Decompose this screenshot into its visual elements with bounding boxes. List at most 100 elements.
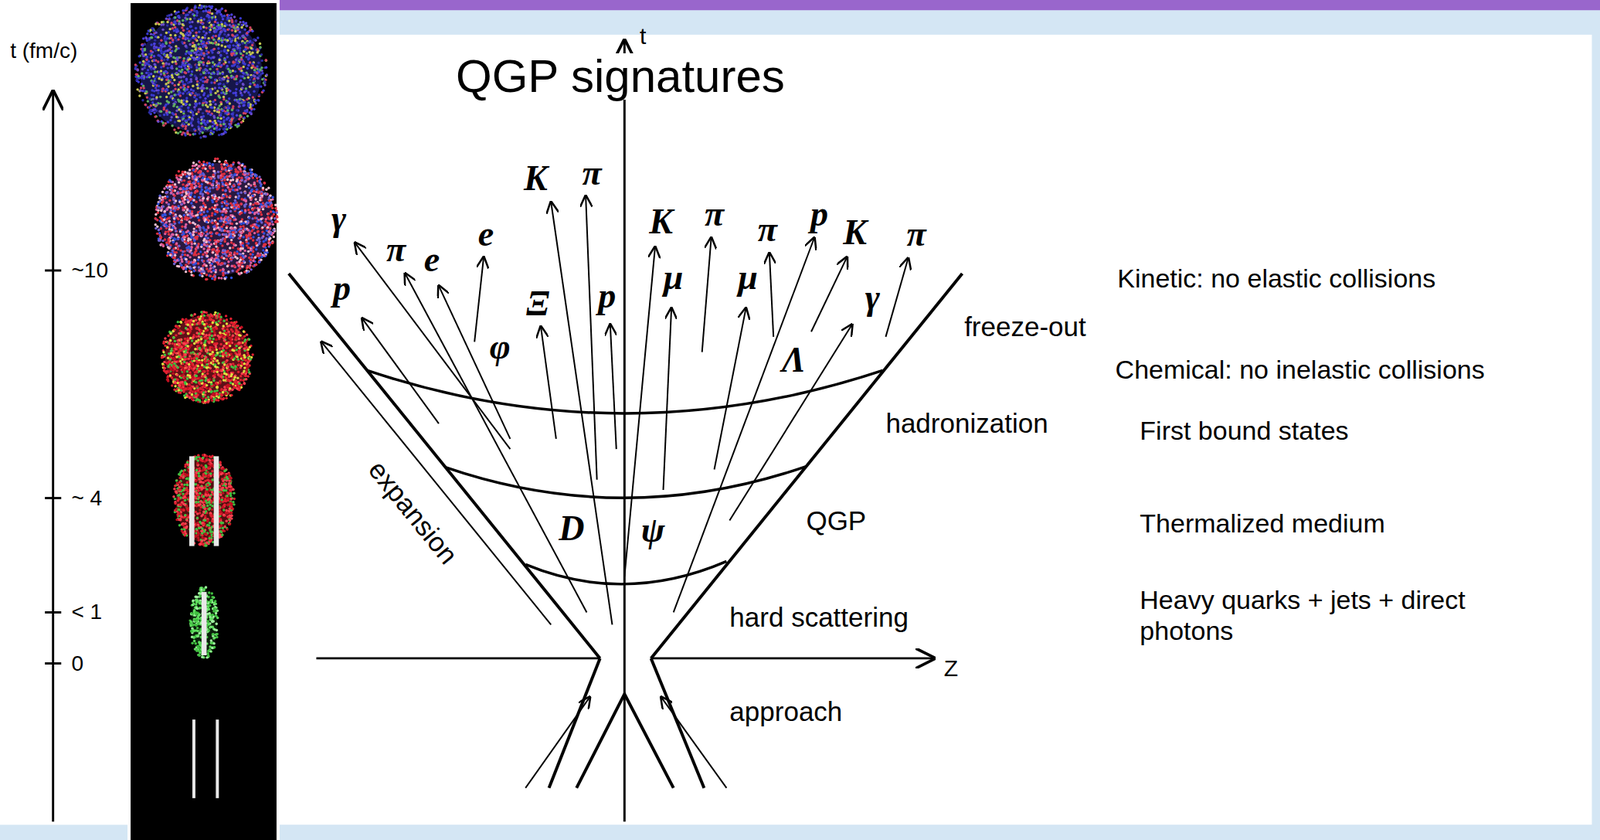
particle-dot xyxy=(165,109,168,113)
particle-dot xyxy=(220,64,223,67)
particle-dot xyxy=(161,61,164,65)
particle-dot xyxy=(208,166,211,169)
particle-dot xyxy=(190,117,194,120)
particle-dot xyxy=(148,52,151,55)
particle-dot xyxy=(159,38,163,41)
particle-dot xyxy=(162,23,165,26)
particle-dot xyxy=(200,89,204,92)
particle-dot xyxy=(264,58,268,62)
particle-dot xyxy=(206,20,209,23)
particle-dot xyxy=(195,64,198,67)
particle-dot xyxy=(176,126,180,130)
particle-dot xyxy=(197,127,201,130)
particle-dot xyxy=(231,105,235,108)
particle-dot xyxy=(166,56,170,59)
particle-dot xyxy=(168,16,171,20)
particle-dot xyxy=(167,203,170,206)
particle-dot xyxy=(222,27,225,31)
particle-dot xyxy=(186,31,189,34)
particle-dot xyxy=(181,33,184,36)
particle-dot xyxy=(160,78,164,82)
particle-dot xyxy=(213,109,216,113)
particle-dot xyxy=(234,78,238,81)
particle-dot xyxy=(173,98,176,101)
particle-dot xyxy=(161,121,164,124)
particle-dot xyxy=(162,71,165,75)
particle-dot xyxy=(188,43,191,46)
particle-dot xyxy=(176,131,180,134)
particle-dot xyxy=(244,112,247,115)
particle-dot xyxy=(190,70,194,73)
particle-dot xyxy=(207,71,211,75)
particle-dot xyxy=(174,44,177,48)
particle-dot xyxy=(218,81,221,85)
particle-dot xyxy=(154,30,157,34)
particle-dot xyxy=(183,41,186,45)
particle-dot xyxy=(238,20,242,24)
particle-dot xyxy=(234,51,238,55)
particle-dot xyxy=(159,56,163,59)
particle-dot xyxy=(141,98,144,102)
particle-dot xyxy=(182,102,185,106)
particle-dot xyxy=(212,130,215,133)
particle-dot xyxy=(258,93,261,96)
particle-dot xyxy=(220,204,224,208)
particle-dot xyxy=(185,7,188,11)
particle-dot xyxy=(152,29,155,32)
particle-dot xyxy=(155,95,158,99)
particle-dot xyxy=(193,44,196,47)
particle-dot xyxy=(171,211,174,215)
particle-dot xyxy=(259,84,262,88)
particle-dot xyxy=(251,103,255,106)
particle-dot xyxy=(216,116,219,119)
particle-dot xyxy=(182,11,185,14)
particle-dot xyxy=(199,25,202,28)
particle-dot xyxy=(241,86,244,89)
particle-dot xyxy=(170,124,174,127)
particle-dot xyxy=(176,88,180,91)
particle-dot xyxy=(135,88,139,91)
particle-dot xyxy=(178,65,181,68)
particle-dot xyxy=(248,26,252,29)
particle-dot xyxy=(228,123,231,126)
particle-dot xyxy=(250,75,253,79)
particle-dot xyxy=(180,260,184,263)
particle-dot xyxy=(152,111,156,114)
particle-dot xyxy=(193,108,197,111)
particle-dot xyxy=(159,101,162,105)
particle-dot xyxy=(142,60,145,63)
particle-dot xyxy=(169,118,172,122)
particle-dot xyxy=(165,200,168,204)
particle-dot xyxy=(152,54,156,58)
particle-dot xyxy=(240,121,243,124)
particle-dot xyxy=(241,20,245,24)
particle-dot xyxy=(248,82,252,85)
particle-dot xyxy=(251,29,254,32)
particle-dot xyxy=(220,77,224,80)
particle-dot xyxy=(251,62,254,65)
particle-dot xyxy=(195,66,198,69)
particle-dot xyxy=(234,30,237,33)
particle-dot xyxy=(179,70,182,73)
particle-dot xyxy=(238,49,242,52)
particle-dot xyxy=(154,22,157,25)
particle-dot xyxy=(166,84,170,88)
particle-dot xyxy=(258,46,262,49)
particle-dot xyxy=(189,17,192,21)
particle-dot xyxy=(247,64,250,67)
particle-dot xyxy=(250,47,253,50)
particle-dot xyxy=(183,179,186,182)
particle-dot xyxy=(242,115,245,119)
particle-dot xyxy=(146,68,150,72)
particle-dot xyxy=(150,88,153,92)
particle-dot xyxy=(190,24,193,28)
particle-dot xyxy=(208,11,211,14)
particle-dot xyxy=(197,43,200,46)
particle-dot xyxy=(209,132,212,136)
particle-dot xyxy=(200,61,203,64)
particle-dot xyxy=(245,24,248,28)
header-bar xyxy=(277,0,1600,11)
particle-dot xyxy=(190,29,194,32)
particle-dot xyxy=(197,118,200,121)
particle-dot xyxy=(248,61,252,64)
